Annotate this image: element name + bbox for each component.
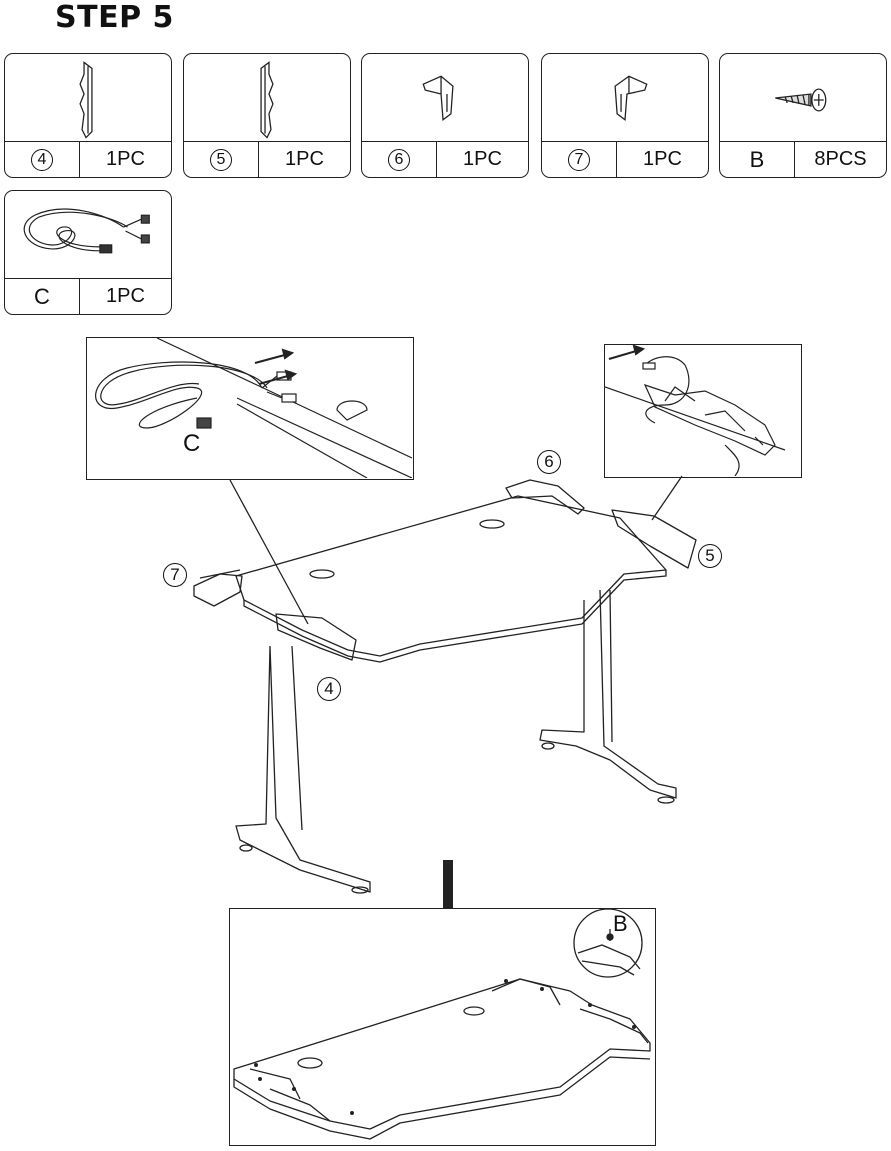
part-card-6: 6 1PC bbox=[361, 53, 529, 178]
part-qty: 8PCS bbox=[814, 148, 867, 170]
part-card-4: 4 1PC bbox=[4, 53, 172, 178]
part-card-7: 7 1PC bbox=[541, 53, 709, 178]
detail-inset-cable: C bbox=[86, 337, 414, 480]
part-id: 6 bbox=[388, 148, 410, 171]
corner-bracket-icon bbox=[422, 75, 454, 121]
led-cable-icon bbox=[23, 208, 150, 254]
corner-bracket-icon bbox=[614, 75, 648, 121]
cable-connection-detail bbox=[95, 338, 412, 478]
part-id: 7 bbox=[568, 148, 590, 171]
side-bracket-icon bbox=[260, 61, 274, 139]
part-card-5: 5 1PC bbox=[183, 53, 351, 178]
screw-icon bbox=[775, 88, 827, 112]
part-qty: 1PC bbox=[463, 148, 502, 170]
callout-4: 4 bbox=[317, 677, 341, 701]
part-id: C bbox=[5, 279, 80, 314]
part-qty: 1PC bbox=[106, 148, 145, 170]
detail-inset-bracket bbox=[604, 344, 802, 478]
desk-assembly-illustration bbox=[193, 475, 697, 894]
part-qty: 1PC bbox=[285, 148, 324, 170]
part-id: 4 bbox=[31, 148, 53, 171]
callout-5: 5 bbox=[698, 544, 722, 568]
part-card-C: C 1PC bbox=[4, 190, 172, 315]
callout-b: B bbox=[613, 911, 628, 936]
bracket-cable-detail bbox=[605, 345, 786, 476]
part-id: 5 bbox=[210, 148, 232, 171]
step-title: STEP 5 bbox=[55, 0, 174, 35]
callout-6: 6 bbox=[537, 450, 561, 474]
part-card-B: B 8PCS bbox=[719, 53, 887, 178]
callout-c: C bbox=[183, 430, 201, 457]
result-inset: B bbox=[229, 908, 656, 1146]
part-id: B bbox=[720, 142, 795, 177]
callout-7: 7 bbox=[163, 563, 187, 587]
side-bracket-icon bbox=[79, 61, 93, 139]
part-qty: 1PC bbox=[643, 148, 682, 170]
tabletop-with-screws bbox=[233, 909, 651, 1140]
part-qty: 1PC bbox=[106, 285, 145, 307]
